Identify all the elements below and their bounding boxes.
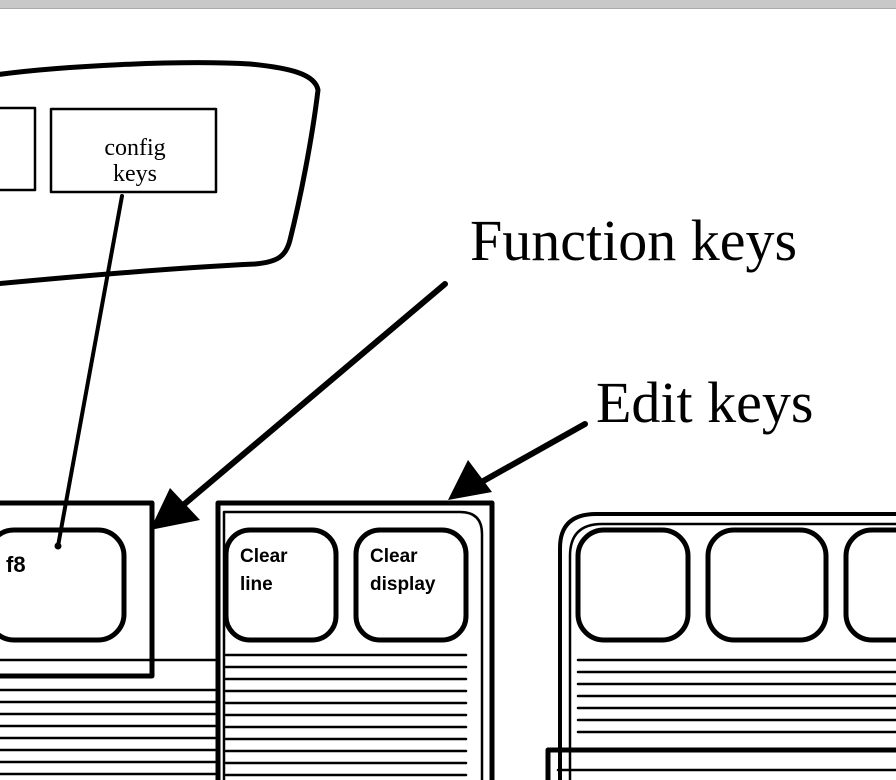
function-key-stripes bbox=[0, 658, 217, 776]
config-keys-leader-dot bbox=[54, 542, 62, 550]
right-key-stripes bbox=[576, 658, 896, 734]
function-key-block-outline bbox=[0, 500, 155, 679]
edit-key-block-inner-edge bbox=[222, 510, 484, 780]
config-keys-label-line2: keys bbox=[113, 161, 157, 187]
right-key-block-outline bbox=[558, 512, 896, 780]
clear-display-key-label-line2: display bbox=[370, 574, 436, 595]
f8-key bbox=[0, 527, 127, 643]
config-keys-box bbox=[49, 107, 218, 194]
clear-line-key-label-line1: Clear bbox=[240, 546, 288, 567]
edit-keys-arrow-shaft bbox=[475, 421, 588, 487]
edit-keys-arrowhead bbox=[448, 460, 492, 500]
window-scrollbar[interactable] bbox=[0, 0, 896, 9]
edit-keys-label: Edit keys bbox=[596, 370, 813, 435]
right-key-block-inner-edge bbox=[568, 522, 896, 780]
clear-line-key-label-line2: line bbox=[240, 574, 273, 595]
config-keys-label-line1: config bbox=[104, 135, 165, 161]
clear-line-key bbox=[223, 527, 339, 643]
clear-display-key bbox=[353, 527, 469, 643]
function-keys-arrowhead bbox=[150, 488, 200, 530]
clear-display-key-label-line1: Clear bbox=[370, 546, 418, 567]
softkey-callout-outline bbox=[0, 60, 321, 287]
f8-key-label: f8 bbox=[6, 552, 26, 577]
edit-key-stripes bbox=[224, 653, 468, 777]
function-keys-arrow-shaft bbox=[172, 281, 448, 515]
right-blank-key-1 bbox=[575, 527, 691, 643]
function-keys-label: Function keys bbox=[470, 208, 797, 273]
softkey-box-partial bbox=[0, 106, 37, 192]
config-keys-leader-line bbox=[56, 194, 124, 548]
right-lower-bar bbox=[545, 747, 896, 780]
right-blank-key-2 bbox=[705, 527, 829, 643]
edit-key-block-outline bbox=[215, 500, 495, 780]
right-blank-key-3 bbox=[843, 527, 896, 643]
